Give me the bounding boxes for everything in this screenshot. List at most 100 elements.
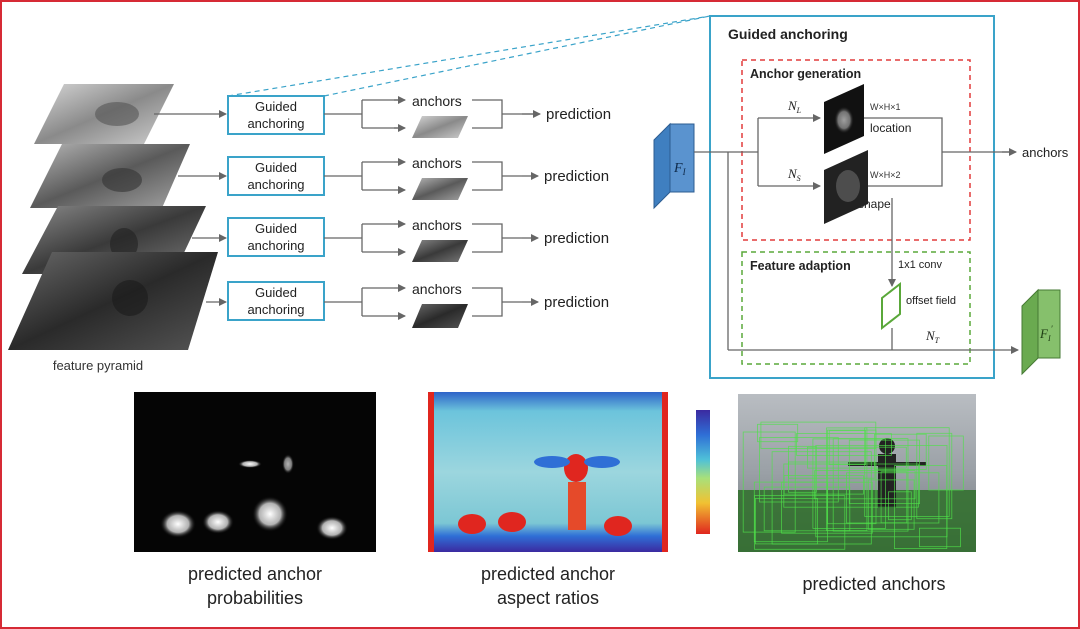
prediction-label-2: prediction — [544, 168, 609, 185]
anchor-box — [771, 451, 872, 545]
anchor-box — [916, 432, 953, 520]
anchor-box — [807, 446, 907, 469]
ga-box-2-line1: Guided — [255, 160, 297, 175]
prediction-label-1: prediction — [546, 106, 611, 123]
output-feature-label: FI′ — [1039, 324, 1054, 343]
shape-map-highlight — [836, 170, 860, 202]
anchor-box — [848, 439, 920, 505]
anchor-thumb-1 — [412, 116, 468, 138]
input-feature-block — [653, 122, 671, 210]
ga-box-4-line2: anchoring — [247, 302, 304, 317]
anchors-label-1: anchors — [412, 93, 462, 109]
feature-adaption-label: Feature adaption — [750, 259, 851, 273]
offset-field-label: offset field — [906, 295, 956, 307]
aspect-person-body — [568, 482, 586, 530]
location-label: location — [870, 121, 911, 135]
anchor-thumb-2 — [412, 178, 468, 200]
input-branch-lines — [694, 118, 759, 350]
n-location-label: NL — [787, 98, 802, 115]
feature-pyramid: feature pyramid — [8, 84, 218, 373]
offset-field-block — [881, 281, 901, 331]
anchor-box — [754, 495, 846, 550]
merge-4 — [472, 287, 522, 317]
anchor-box — [832, 438, 909, 532]
aspect-blue-2 — [584, 456, 620, 468]
split-2 — [324, 161, 394, 191]
aspect-red-1 — [458, 514, 486, 534]
ga-box-3-line1: Guided — [255, 221, 297, 236]
aspect-edge-right — [662, 392, 668, 552]
anchor-box — [874, 433, 927, 470]
row-3: Guided anchoring anchors prediction — [192, 217, 609, 262]
ga-box-4 — [227, 281, 325, 321]
guided-anchoring-detail: Guided anchoring Anchor generation Featu… — [653, 15, 1069, 379]
aspect-blue-1 — [534, 456, 570, 468]
anchor-box — [928, 435, 964, 491]
split-4 — [324, 287, 394, 317]
row-2: Guided anchoring anchors prediction — [178, 155, 609, 200]
input-feature-label: FI — [673, 161, 687, 177]
pyramid-level-4-object — [112, 280, 148, 316]
anchor-generation-label: Anchor generation — [750, 67, 861, 81]
probabilities-visualization: predicted anchor probabilities — [134, 392, 376, 608]
location-dims: W×H×1 — [870, 102, 901, 112]
prob-blob-5 — [238, 460, 262, 468]
anchor-box — [796, 433, 892, 456]
anchors-visualization: predicted anchors — [738, 394, 976, 594]
anchor-box — [759, 437, 839, 503]
merge-2 — [472, 161, 522, 191]
anchor-box — [763, 486, 851, 532]
prob-blob-1 — [160, 510, 196, 538]
prob-blob-2 — [202, 510, 234, 534]
anchor-box — [888, 491, 912, 521]
photo-person — [878, 454, 896, 508]
aspect-edge-left — [428, 392, 434, 552]
aspect-red-3 — [604, 516, 632, 536]
output-feature-block — [1021, 288, 1039, 376]
anchor-generation-box — [741, 59, 971, 241]
n-shape-label: NS — [787, 166, 801, 183]
ga-box-3-line2: anchoring — [247, 238, 304, 253]
pyramid-level-1-object — [95, 102, 139, 126]
prob-blob-3 — [252, 496, 288, 532]
prediction-label-3: prediction — [544, 230, 609, 247]
feature-adaption-box — [741, 251, 971, 365]
anchor-box — [864, 427, 950, 517]
split-1 — [324, 99, 404, 129]
beach-ground — [738, 490, 976, 552]
prob-caption-1: predicted anchor — [188, 564, 322, 584]
anchors-out-label: anchors — [1022, 145, 1069, 160]
prob-caption-2: probabilities — [207, 588, 303, 608]
aspect-caption-1: predicted anchor — [481, 564, 615, 584]
conv-label: 1x1 conv — [898, 259, 943, 271]
prob-blob-4 — [316, 516, 348, 540]
anchor-box — [781, 481, 873, 534]
anchors-label-4: anchors — [412, 281, 462, 297]
n-transform-label: NT — [925, 328, 940, 345]
input-feature-face — [669, 123, 695, 193]
anchors-label-2: anchors — [412, 155, 462, 171]
anchor-box — [815, 444, 948, 538]
photo-person-head — [879, 438, 895, 454]
anchor-box — [788, 445, 817, 493]
anchor-box — [760, 421, 877, 449]
anchor-boxes — [742, 421, 964, 550]
ga-box-2-line2: anchoring — [247, 177, 304, 192]
location-map-highlight — [834, 106, 854, 134]
output-feature-face — [1037, 289, 1061, 359]
zoom-line-top — [227, 15, 711, 97]
shape-dims: W×H×2 — [870, 170, 901, 180]
ga-box-4-line1: Guided — [255, 285, 297, 300]
anchor-box — [919, 527, 961, 548]
anchor-thumb-3 — [412, 240, 468, 262]
colorbar — [696, 410, 710, 534]
split-3 — [324, 223, 394, 253]
shape-label: shape — [858, 197, 891, 211]
merge-to-anchors — [864, 117, 1012, 187]
anchor-box — [783, 474, 864, 495]
anchors-label-3: anchors — [412, 217, 462, 233]
prediction-label-4: prediction — [544, 294, 609, 311]
anchors-caption: predicted anchors — [802, 574, 945, 594]
